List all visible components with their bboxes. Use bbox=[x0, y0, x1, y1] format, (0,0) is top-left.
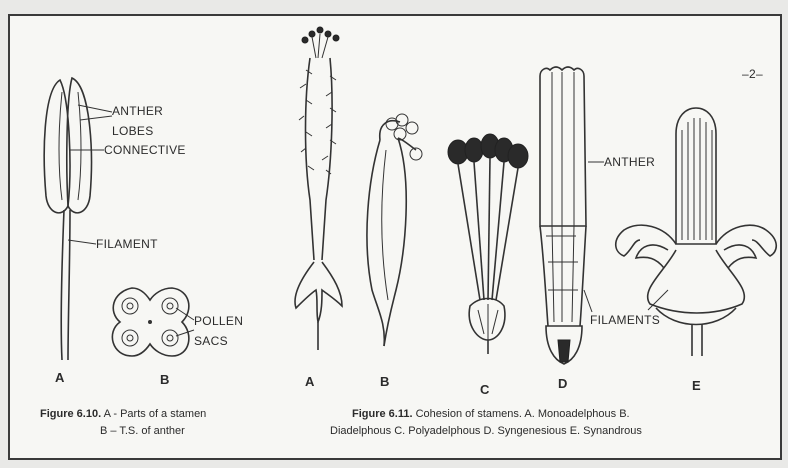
stamen-drawing bbox=[44, 78, 91, 360]
letter-6-11-d: D bbox=[558, 376, 567, 391]
monoadelphous-drawing bbox=[295, 27, 342, 350]
polyadelphous-drawing bbox=[448, 134, 528, 354]
caption-6-11-line1: Cohesion of stamens. A. Monoadelphous B. bbox=[413, 408, 630, 420]
caption-6-10-line2: B – T.S. of anther bbox=[40, 423, 310, 440]
letter-6-11-e: E bbox=[692, 378, 701, 393]
caption-6-11-number: Figure 6.11. bbox=[352, 408, 413, 420]
label-anther-lobes-1: ANTHER bbox=[112, 104, 163, 118]
letter-6-10-b: B bbox=[160, 372, 169, 387]
label-filaments: FILAMENTS bbox=[590, 313, 660, 327]
syngenesious-drawing bbox=[540, 67, 586, 364]
label-anther-lobes-2: LOBES bbox=[112, 124, 154, 138]
diadelphous-drawing bbox=[367, 114, 422, 346]
caption-figure-6-10: Figure 6.10. A - Parts of a stamen B – T… bbox=[40, 406, 310, 440]
letter-6-10-a: A bbox=[55, 370, 65, 385]
letter-6-11-c: C bbox=[480, 382, 490, 397]
label-filament: FILAMENT bbox=[96, 237, 158, 251]
margin-mark: –2– bbox=[742, 67, 763, 81]
label-connective: CONNECTIVE bbox=[104, 143, 186, 157]
label-pollen-2: SACS bbox=[194, 334, 228, 348]
caption-6-10-line1: A - Parts of a stamen bbox=[101, 408, 206, 420]
anther-cross-section bbox=[112, 288, 188, 356]
letter-6-11-a: A bbox=[305, 374, 315, 389]
label-pollen-1: POLLEN bbox=[194, 314, 243, 328]
caption-6-10-number: Figure 6.10. bbox=[40, 408, 101, 420]
letter-6-11-b: B bbox=[380, 374, 389, 389]
caption-6-11-line2: Diadelphous C. Polyadelphous D. Syngenes… bbox=[330, 423, 780, 440]
caption-figure-6-11: Figure 6.11. Cohesion of stamens. A. Mon… bbox=[330, 406, 780, 440]
label-anther: ANTHER bbox=[604, 155, 655, 169]
